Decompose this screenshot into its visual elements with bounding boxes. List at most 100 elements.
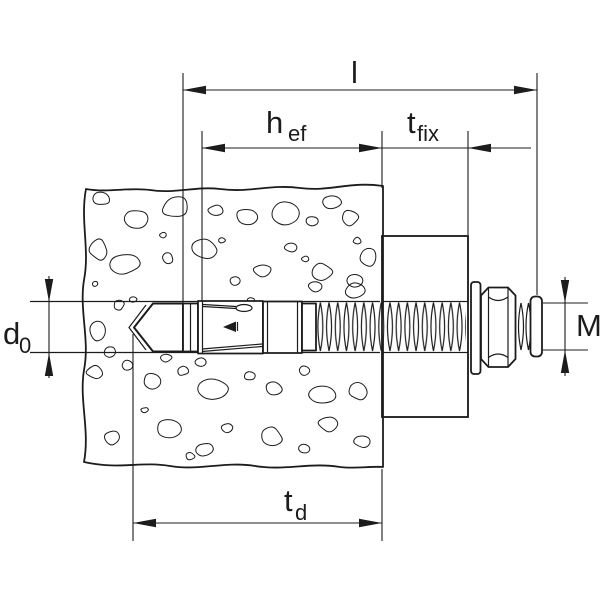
plate-lower-hatch — [381, 351, 469, 418]
aggregate-blob — [109, 254, 141, 275]
aggregate-blob — [104, 430, 120, 446]
arrowhead — [359, 518, 382, 528]
aggregate-blob — [322, 195, 342, 210]
label-effective-embedment-sub: ef — [288, 121, 307, 146]
aggregate-blob — [191, 238, 218, 260]
arrowhead — [44, 279, 54, 302]
aggregate-blob — [353, 435, 371, 449]
aggregate-blob — [348, 382, 368, 401]
dimension-drill-diameter: d 0 — [3, 276, 54, 378]
aggregate-blob — [89, 320, 106, 342]
thread-section — [316, 301, 466, 352]
arrowhead — [468, 143, 491, 153]
bolt-end — [529, 295, 543, 358]
aggregate-blob — [229, 276, 241, 286]
aggregate-blob — [305, 216, 319, 227]
aggregate-blob — [103, 346, 116, 358]
dimension-effective-embedment: h ef — [201, 105, 531, 301]
aggregate-blob — [346, 273, 364, 288]
aggregate-blob — [159, 231, 167, 239]
clip-rivet — [235, 303, 253, 313]
arrowhead — [202, 143, 225, 153]
arrowhead — [183, 85, 206, 95]
aggregate-blob — [243, 371, 256, 381]
aggregate-blob — [143, 372, 162, 390]
nut-chamfer-arc-top — [488, 296, 509, 302]
clip-slit-bottom2 — [201, 345, 263, 353]
aggregate-blob — [157, 419, 182, 439]
thread-crest — [517, 302, 525, 351]
nut-chamfer-arc-bottom — [488, 353, 509, 358]
aggregate-blob — [92, 191, 111, 205]
aggregate-blob — [271, 201, 300, 226]
aggregate-blob — [359, 247, 377, 267]
aggregate-blob — [344, 282, 366, 299]
label-drill-depth-sub: d — [295, 500, 307, 525]
dimension-drill-depth: t d — [132, 334, 383, 541]
aggregate-blob — [88, 238, 108, 261]
aggregate-blob — [308, 385, 337, 404]
clip-slit-top — [202, 303, 237, 308]
label-fixture-thickness-sub: fix — [417, 121, 439, 146]
dimension-fixture-thickness: t fix — [407, 105, 491, 235]
aggregate-blob — [162, 252, 174, 265]
aggregate-blob — [298, 443, 311, 454]
aggregate-blob — [160, 353, 173, 363]
label-effective-embedment: h — [266, 105, 283, 140]
label-fixture-thickness: t — [407, 105, 416, 140]
hex-nut — [480, 286, 517, 368]
aggregate-blob — [113, 299, 125, 311]
aggregate-blob — [185, 451, 196, 461]
arrowhead — [514, 85, 537, 95]
aggregate-blob — [220, 423, 234, 434]
arrowhead — [560, 350, 570, 373]
aggregate-blob — [195, 442, 214, 457]
aggregate-blob — [265, 381, 283, 396]
wedge-anchor — [133, 300, 466, 355]
aggregate-blob — [123, 210, 149, 229]
aggregate-blob — [352, 236, 362, 245]
aggregate-blob — [317, 416, 339, 433]
drill-point — [128, 304, 147, 351]
aggregate-blob — [140, 407, 149, 414]
aggregate-blob — [91, 280, 99, 287]
washer — [470, 281, 482, 375]
aggregate-blob — [177, 365, 190, 376]
nut-profile — [480, 286, 517, 368]
dimension-thread-size: M — [543, 277, 600, 376]
aggregate-blob — [128, 296, 138, 303]
aggregate-blob — [236, 209, 259, 226]
aggregate-texture — [85, 191, 377, 461]
aggregate-blob — [194, 357, 207, 367]
clip-slit-bottom — [201, 343, 263, 350]
aggregate-blob — [197, 378, 229, 400]
label-drill-diameter-sub: 0 — [19, 333, 31, 358]
aggregate-blob — [342, 209, 360, 227]
anchor-collar — [262, 300, 303, 354]
bolt-protrusion — [517, 295, 543, 358]
arrowhead — [44, 353, 54, 376]
anchor-shank — [301, 302, 317, 352]
clip-direction-marker — [223, 321, 236, 332]
aggregate-blob — [307, 281, 323, 293]
label-drill-diameter: d — [3, 316, 20, 351]
plate-upper-hatch — [381, 235, 469, 303]
aggregate-blob — [207, 204, 224, 216]
aggregate-blob — [300, 255, 310, 263]
aggregate-blob — [311, 262, 334, 281]
plate-outline — [381, 235, 469, 418]
aggregate-blob — [261, 426, 283, 447]
arrowhead — [359, 143, 382, 153]
aggregate-blob — [252, 264, 272, 278]
arrowhead — [133, 518, 156, 528]
fixture-plate — [381, 235, 469, 418]
arrowhead — [560, 280, 570, 303]
label-drill-depth: t — [284, 483, 293, 518]
label-thread-size: M — [576, 308, 600, 343]
aggregate-blob — [298, 365, 311, 376]
dimension-anchor-length: l — [182, 55, 538, 303]
aggregate-blob — [85, 364, 104, 380]
aggregate-blob — [161, 196, 188, 217]
